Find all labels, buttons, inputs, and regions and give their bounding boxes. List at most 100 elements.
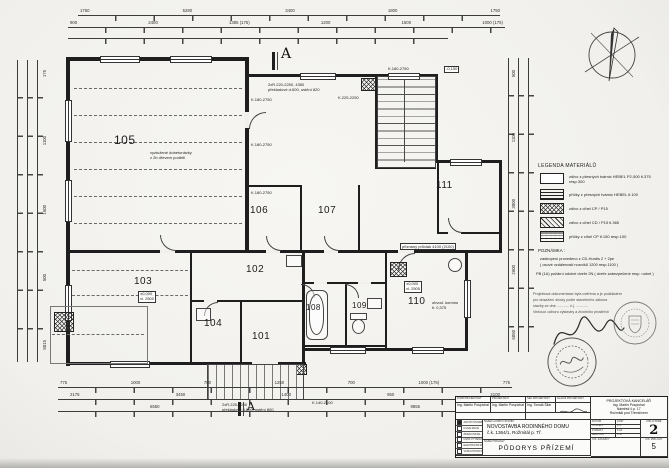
- level-mark: -0,150: [444, 66, 460, 73]
- tb-office-cell: PROJEKTOVÁ KANCELÁŘ Ing. Martin Pospícha…: [591, 397, 668, 420]
- tb-label: NÁZEV PŘÍLOHY: [484, 440, 505, 443]
- door-opening: [314, 282, 327, 284]
- dim: 8015: [42, 340, 47, 350]
- tb-label: STUPEŇ: [592, 424, 603, 428]
- copy-number: 2: [649, 422, 659, 438]
- tb-header: PROJEKTANT: [492, 397, 509, 400]
- tb-name: Ing. Martin Pospíchal: [492, 403, 524, 407]
- round-stamp: [547, 337, 597, 387]
- door-swing: [345, 284, 359, 298]
- tb-label: ČÍS. ZAKÁZKY: [592, 438, 610, 441]
- room-label-111: 111: [436, 180, 453, 191]
- approval-line: pro dosažení shody podle stavebního záko…: [533, 298, 608, 302]
- dim: 1000: [130, 380, 141, 385]
- room-label-110: 110: [408, 296, 426, 307]
- dim: 2100: [490, 392, 500, 397]
- dim: 900: [70, 20, 78, 25]
- profession-row: ZDRAV.INSTAL.: [456, 431, 482, 438]
- tb-label: ČÍSLO PARÉ: [646, 420, 662, 423]
- wall: [375, 74, 377, 169]
- remark-title: POZNÁMKA :: [538, 248, 565, 253]
- tb-header-cell: ŠÉF-PROJEKTANT: [526, 397, 556, 403]
- terrace-pillar: [54, 312, 74, 332]
- dim-values: 175 1100 1500 500 8015: [42, 70, 47, 350]
- tb-datum-value: 10/97: [616, 420, 641, 425]
- dim-line: [528, 58, 534, 352]
- tb-header-cell: ZODP.PROJEKTANT: [456, 397, 491, 403]
- dim: 175: [42, 70, 47, 78]
- tb-label: MĚŘÍTKO: [592, 433, 604, 437]
- tb-header-cell: PROJEKTANT: [491, 397, 526, 403]
- legend-row: zdivo z cihel CP / P15: [540, 203, 661, 214]
- remark-line: zastropení provedeno z CD-Hurdis 2 + 2pe: [540, 256, 615, 261]
- material-swatch-hebel-icon: [540, 173, 564, 184]
- door-opening: [266, 250, 280, 253]
- door-opening: [252, 362, 278, 365]
- legend-label: zdivo z cihel CD / P15 tl.365: [569, 220, 620, 225]
- joist-line: [72, 270, 188, 271]
- wall: [245, 185, 302, 187]
- room-label-103: 103: [134, 276, 153, 287]
- legend-row: příčky z cihel CP tl.150 resp.100: [540, 231, 661, 242]
- dim: 2600: [511, 264, 516, 275]
- wall: [190, 300, 304, 302]
- girder-note: přiznaný průvlak 4100 (2100): [400, 243, 456, 250]
- project-title: NOVOSTAVBA RODINNÉHO DOMU: [487, 423, 570, 430]
- remark-line: PB (1A) požární odolné dveře 2N ( dveře …: [536, 271, 654, 276]
- door-swing: [160, 235, 176, 251]
- tb-header: ZODP.PROJEKTANT: [457, 397, 482, 400]
- window: [100, 55, 140, 63]
- note-line: 2xR.220-2250, 4350: [268, 82, 305, 87]
- small-signature: [559, 408, 588, 412]
- door-opening: [204, 300, 217, 302]
- profession-row: ARCHIT.STAVEB.: [456, 420, 482, 426]
- tb-meritko-label: MĚŘÍTKO: [591, 433, 616, 439]
- dim: 950: [387, 392, 395, 397]
- section-bar: [238, 402, 241, 416]
- wall: [345, 282, 347, 347]
- window: [412, 346, 444, 354]
- tb-name-cell: Ing. Martin Pospíchal: [456, 403, 491, 413]
- tb-value: 6 A4: [617, 429, 623, 432]
- window-mark: K.180-2750: [251, 142, 272, 147]
- dim: 2175: [70, 392, 80, 397]
- room-label-108: 108: [306, 303, 321, 312]
- tb-label: NÁZEV a MÍSTO STAVBY: [484, 420, 515, 423]
- office-line: Ing. Martin Pospíchal: [612, 403, 645, 408]
- room-label-107: 107: [318, 205, 337, 216]
- legend-row: zdivo z přesných tvárnic HEBEL P2-500 tl…: [540, 173, 661, 184]
- tb-name: Ing. Tomáš Šilar: [527, 403, 552, 407]
- tb-name-cell: Ing. Martin Pospíchal: [491, 403, 526, 413]
- dim: 1100: [511, 133, 516, 143]
- joist-line: [72, 295, 188, 296]
- note-line: překladové d.600, ostění 820: [268, 87, 320, 92]
- checkbox-icon: [457, 437, 462, 443]
- dim-values: 900 2400 1385 (175) 1200 1500 1000 (175): [70, 20, 503, 25]
- dim-line: [68, 27, 505, 33]
- wall: [66, 362, 306, 365]
- section-letter: A: [247, 400, 255, 413]
- room-label-106: 106: [250, 205, 269, 216]
- window: [170, 55, 212, 63]
- dim-values: 2175 3450 1400 950 2100: [70, 392, 500, 397]
- dim-line: [37, 60, 43, 362]
- toilet-bowl: [352, 319, 365, 334]
- window: [330, 346, 366, 354]
- tb-zakazka-cell: ČÍS. ZAKÁZKY: [591, 438, 641, 457]
- level-value: ±0,000: [140, 291, 153, 296]
- profession-label: ELEKTROINSTAL.: [463, 444, 483, 448]
- tb-label: ČÍS. PŘÍLOHY: [645, 438, 663, 441]
- window-mark: K.225-2250: [338, 95, 359, 100]
- note-line: vyztužené dobetonávky: [150, 150, 192, 155]
- checkbox-icon: [457, 425, 462, 431]
- window: [300, 73, 336, 80]
- door-swing: [448, 218, 462, 233]
- dim-line: [58, 411, 512, 417]
- section-bar: [277, 52, 278, 70]
- dim: 700: [347, 380, 355, 385]
- dim: 775: [60, 380, 68, 385]
- dim: 1385 (175): [228, 20, 250, 25]
- dim-line: [518, 58, 524, 352]
- material-swatch-partition-icon: [540, 189, 564, 200]
- tb-stupen-value: P.S.: [616, 424, 641, 430]
